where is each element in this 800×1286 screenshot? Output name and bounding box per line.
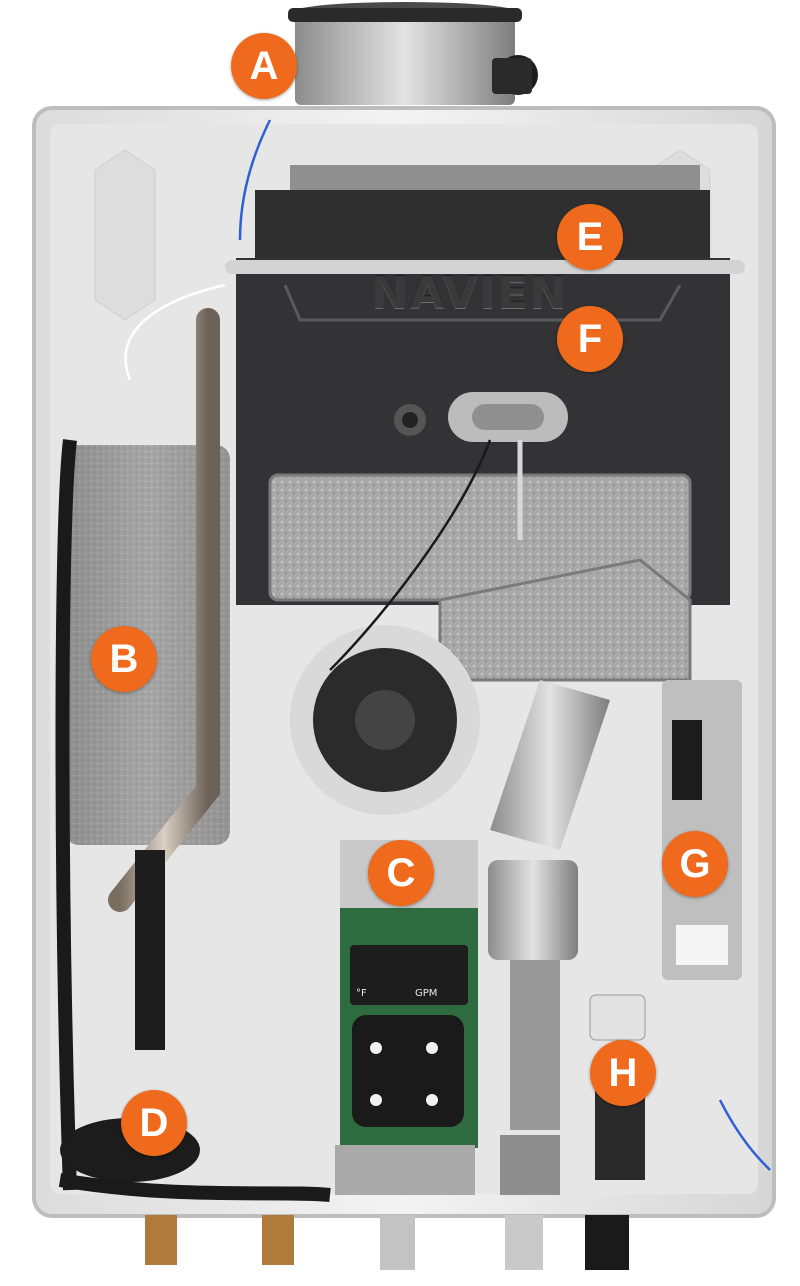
control-board — [335, 840, 478, 1195]
callout-h: H — [590, 1040, 656, 1106]
callout-c: C — [368, 840, 434, 906]
blower-fan — [290, 625, 480, 815]
wiring — [124, 119, 771, 1171]
burner-cover — [268, 473, 692, 682]
gas-valve — [488, 680, 610, 1195]
panel-flow-label: GPM — [415, 988, 438, 999]
callout-e: E — [557, 204, 623, 270]
callout-a: A — [231, 33, 297, 99]
callout-g: G — [662, 831, 728, 897]
callout-f: F — [557, 306, 623, 372]
bottom-fittings — [145, 1215, 629, 1270]
panel-unit-label: °F — [356, 988, 367, 999]
pcb-module — [662, 680, 742, 980]
callout-d: D — [121, 1090, 187, 1156]
brand-logo: NAVIEN — [371, 268, 569, 319]
callout-b: B — [91, 626, 157, 692]
flow-sensor — [589, 994, 646, 1180]
